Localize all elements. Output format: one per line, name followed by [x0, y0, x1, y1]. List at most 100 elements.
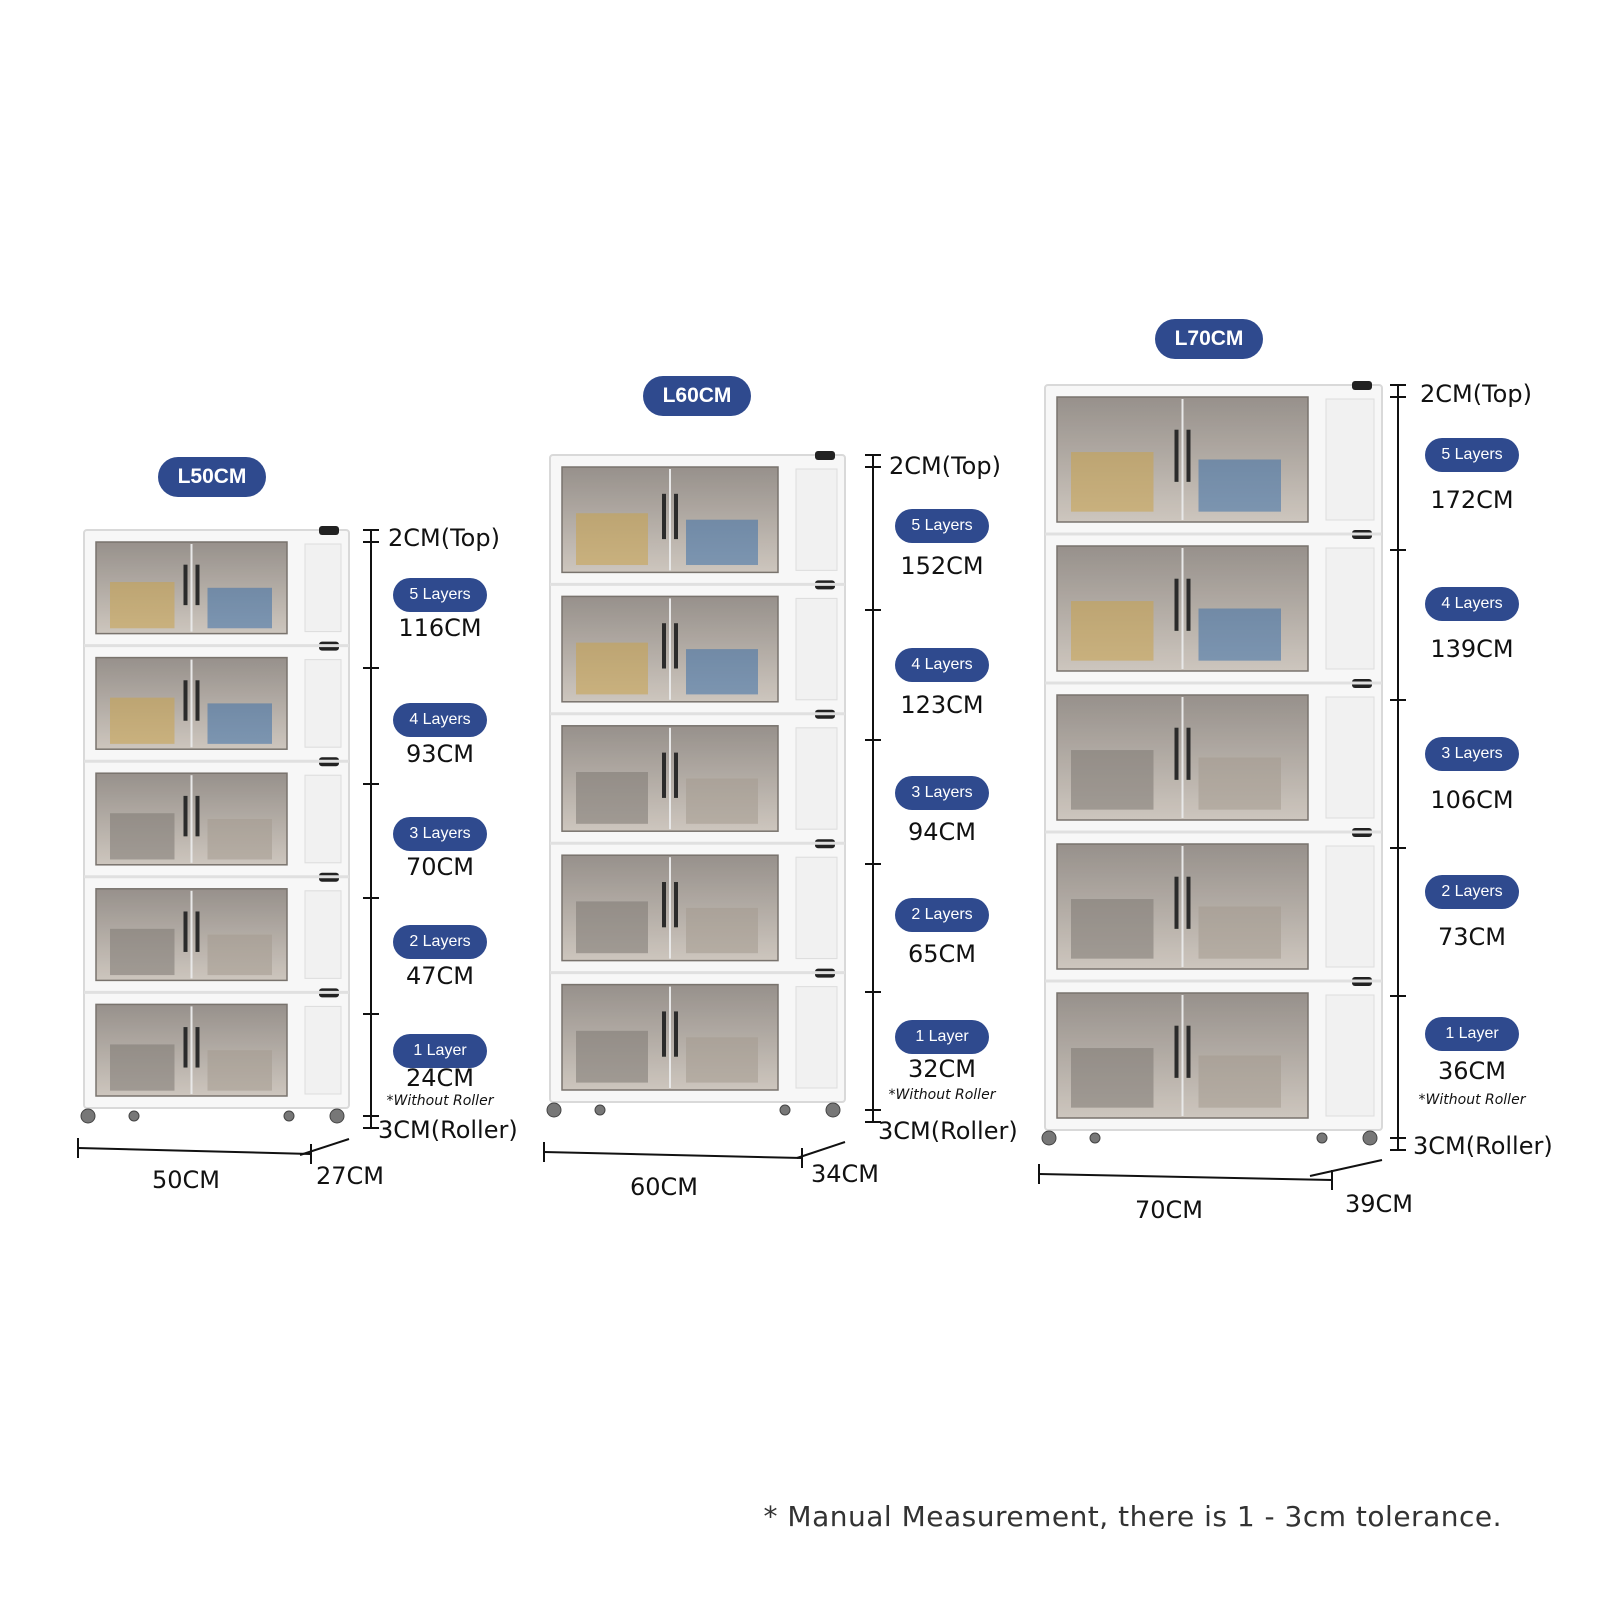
layer-badge-1: 1 Layer	[895, 1020, 989, 1054]
door-handle	[183, 680, 188, 721]
layer-badge-2: 2 Layers	[1425, 875, 1519, 909]
roller-wheel	[283, 1110, 295, 1122]
without-roller-note: *Without Roller	[386, 1093, 494, 1109]
side-panel	[1325, 547, 1375, 670]
door-handle	[1174, 876, 1179, 929]
side-panel	[304, 659, 342, 748]
door-handle	[662, 1011, 666, 1057]
layer-badge-4: 4 Layers	[895, 648, 989, 682]
door-handle	[195, 911, 200, 952]
layer-height-4: 139CM	[1430, 635, 1514, 663]
without-roller-note: *Without Roller	[1418, 1092, 1526, 1108]
door-handle	[1186, 876, 1191, 929]
carry-handle	[815, 451, 835, 460]
side-panel	[795, 727, 838, 830]
roller-wheel	[1316, 1132, 1328, 1144]
side-panel	[1325, 845, 1375, 968]
roller-wheel	[594, 1104, 606, 1116]
door-handle	[674, 1011, 678, 1057]
shelf-contents	[110, 697, 175, 744]
layer-badge-4: 4 Layers	[1425, 587, 1519, 621]
top-thickness-label: 2CM(Top)	[889, 452, 1001, 480]
layer-badge-5: 5 Layers	[895, 509, 989, 543]
layer-badge-2: 2 Layers	[895, 898, 989, 932]
side-panel	[1325, 696, 1375, 819]
side-panel	[304, 774, 342, 864]
shelf-contents	[1071, 452, 1154, 512]
layer-height-2: 73CM	[1437, 923, 1506, 951]
side-panel	[795, 468, 838, 571]
shelf-contents	[686, 778, 758, 824]
door-handle	[1186, 727, 1191, 780]
side-panel	[304, 1005, 342, 1095]
layer-badge-5: 5 Layers	[393, 578, 487, 612]
door-handle	[183, 795, 188, 837]
shelf-contents	[1198, 757, 1281, 810]
door-handle	[195, 1027, 200, 1068]
side-panel	[1325, 994, 1375, 1117]
door-handle	[1174, 578, 1179, 631]
layer-badge-3: 3 Layers	[1425, 737, 1519, 771]
shelf-contents	[1071, 750, 1154, 810]
shelf-contents	[207, 819, 272, 860]
shelf-contents	[576, 1030, 648, 1083]
shelf-contents	[207, 1050, 272, 1091]
side-panel	[795, 597, 838, 701]
side-panel	[1325, 398, 1375, 521]
carry-handle	[1352, 381, 1372, 390]
top-thickness-label: 2CM(Top)	[1420, 380, 1532, 408]
shelf-contents	[1198, 1055, 1281, 1108]
width-label: 50CM	[152, 1166, 221, 1194]
top-thickness-label: 2CM(Top)	[388, 524, 500, 552]
shelf-contents	[207, 703, 272, 744]
shelf-contents	[1198, 459, 1281, 512]
shelf-contents	[110, 813, 175, 860]
depth-dimension-line	[1309, 1159, 1383, 1177]
door-handle	[674, 623, 678, 669]
shelf-contents	[110, 928, 175, 976]
door-handle	[674, 493, 678, 540]
shelf-contents	[576, 642, 648, 695]
door-handle	[183, 911, 188, 952]
without-roller-note: *Without Roller	[888, 1087, 996, 1103]
side-panel	[795, 986, 838, 1089]
carry-handle	[319, 526, 339, 535]
tolerance-footnote: * Manual Measurement, there is 1 - 3cm t…	[763, 1500, 1502, 1533]
side-panel	[304, 543, 342, 633]
layer-badge-1: 1 Layer	[1425, 1017, 1519, 1051]
unit-title-badge: L50CM	[158, 457, 266, 497]
door-handle	[195, 680, 200, 721]
roller-height-label: 3CM(Roller)	[878, 1117, 1018, 1145]
roller-wheel	[329, 1108, 345, 1124]
shelf-contents	[686, 649, 758, 695]
roller-wheel	[128, 1110, 140, 1122]
layer-badge-5: 5 Layers	[1425, 438, 1519, 472]
roller-wheel	[1362, 1130, 1378, 1146]
layer-height-4: 93CM	[405, 740, 474, 768]
roller-wheel	[825, 1102, 841, 1118]
shelf-contents	[686, 519, 758, 565]
door-handle	[183, 1027, 188, 1068]
roller-height-label: 3CM(Roller)	[378, 1116, 518, 1144]
width-dimension-line	[543, 1151, 803, 1159]
depth-label: 27CM	[316, 1162, 385, 1190]
layer-height-1: 32CM	[907, 1055, 976, 1083]
shelf-contents	[1198, 906, 1281, 959]
layer-height-2: 65CM	[907, 940, 976, 968]
layer-badge-1: 1 Layer	[393, 1034, 487, 1068]
layer-badge-3: 3 Layers	[393, 817, 487, 851]
door-handle	[662, 623, 666, 669]
roller-wheel	[546, 1102, 562, 1118]
depth-label: 34CM	[811, 1160, 880, 1188]
depth-dimension-line	[299, 1138, 350, 1156]
layer-height-1: 24CM	[405, 1064, 474, 1092]
roller-wheel	[779, 1104, 791, 1116]
side-panel	[304, 890, 342, 979]
layer-height-2: 47CM	[405, 962, 474, 990]
width-dimension-line	[77, 1147, 312, 1155]
layer-badge-4: 4 Layers	[393, 703, 487, 737]
layer-height-5: 152CM	[900, 552, 984, 580]
depth-dimension-line	[796, 1141, 846, 1159]
